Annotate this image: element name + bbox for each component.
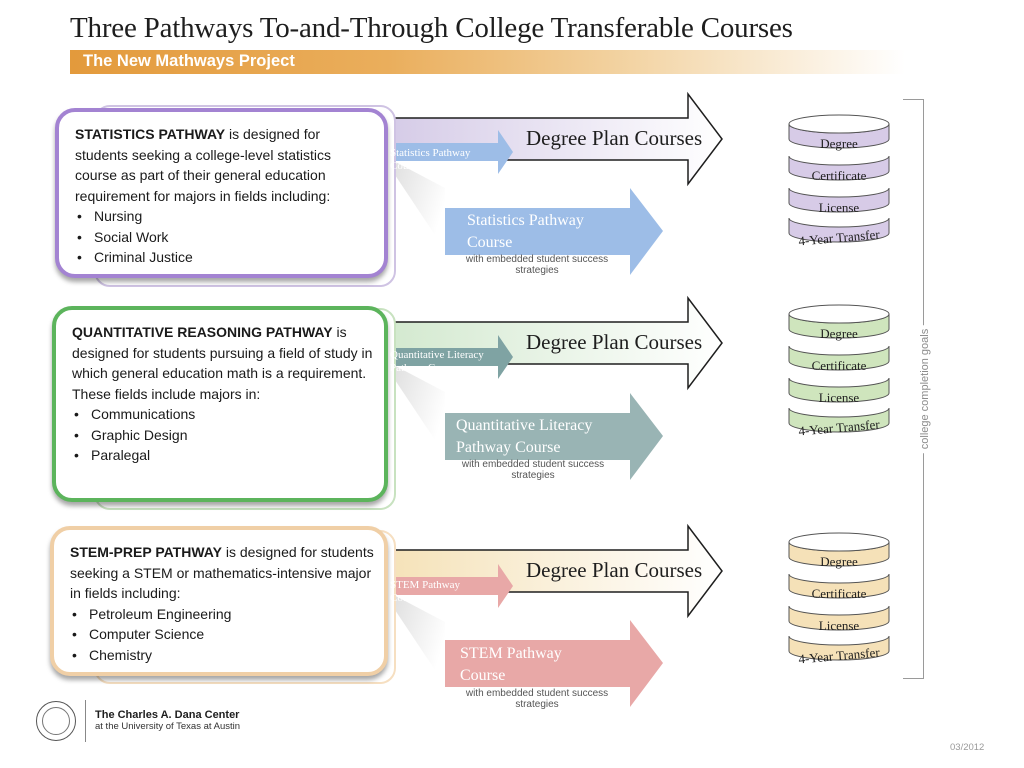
quantitative-small-course-label: Quantitative Literacy PathwayCourse <box>390 349 484 374</box>
stem-pathway-text: STEM-PREP PATHWAY is designed for studen… <box>70 542 374 665</box>
quantitative-pathway-text: QUANTITATIVE REASONING PATHWAY is design… <box>72 322 374 466</box>
quantitative-pathway-name: QUANTITATIVE REASONING PATHWAY <box>72 324 333 340</box>
list-item: Social Work <box>75 227 374 248</box>
statistics-goals-stack <box>788 114 890 243</box>
stem-course-label: STEM Pathway Course <box>460 645 562 684</box>
list-item: Graphic Design <box>72 425 374 446</box>
statistics-majors-list: Nursing Social Work Criminal Justice <box>75 206 374 268</box>
quantitative-shadow-fan <box>388 362 445 455</box>
footer-divider <box>85 700 86 742</box>
list-item: Communications <box>72 404 374 425</box>
stem-goal-license: License <box>818 618 860 633</box>
texas-seal-icon <box>42 707 70 735</box>
statistics-course-label: Statistics Pathway Course <box>467 212 584 251</box>
quantitative-goal-license: License <box>818 390 860 405</box>
quantitative-small-arrow <box>388 335 513 379</box>
stem-goals-stack <box>788 532 890 661</box>
list-item: Nursing <box>75 206 374 227</box>
statistics-small-arrow <box>388 130 513 174</box>
quantitative-degree-plan-label: Degree Plan Courses <box>526 330 703 354</box>
stem-shadow-fan <box>388 592 445 685</box>
stem-goal-degree: Degree <box>820 554 858 569</box>
stem-goal-certificate: Certificate <box>811 586 867 601</box>
quantitative-course-label: Quantitative Literacy Pathway Course <box>456 417 593 456</box>
list-item: Petroleum Engineering <box>70 604 374 625</box>
list-item: Criminal Justice <box>75 247 374 268</box>
statistics-small-course-label: Statistics Pathway Course <box>390 147 471 172</box>
statistics-goal-degree: Degree <box>820 136 858 151</box>
dana-center-logo <box>36 701 76 741</box>
page-title: Three Pathways To-and-Through College Tr… <box>70 12 793 44</box>
list-item: Computer Science <box>70 624 374 645</box>
org-subtitle: at the University of Texas at Austin <box>95 721 241 732</box>
quantitative-pathway-description: is designed for students pursuing a fiel… <box>72 324 373 402</box>
stem-pathway-name: STEM-PREP PATHWAY <box>70 544 222 560</box>
statistics-pathway-box: STATISTICS PATHWAY is designed for stude… <box>55 108 388 278</box>
quantitative-course-note: with embedded student success strategies <box>461 459 605 481</box>
quantitative-goals-stack <box>788 304 890 433</box>
stem-course-note: with embedded student success strategies <box>465 688 609 710</box>
stem-small-arrow <box>388 564 513 608</box>
stem-pathway-box: STEM-PREP PATHWAY is designed for studen… <box>50 526 388 676</box>
statistics-pathway-name: STATISTICS PATHWAY <box>75 126 226 142</box>
statistics-pathway-text: STATISTICS PATHWAY is designed for stude… <box>75 124 374 268</box>
statistics-goal-certificate: Certificate <box>811 168 867 183</box>
project-banner: The New Mathways Project <box>70 50 905 74</box>
project-banner-text: The New Mathways Project <box>83 52 295 70</box>
statistics-course-arrow <box>445 188 663 275</box>
stem-pathway-description: is designed for students seeking a STEM … <box>70 544 374 601</box>
quantitative-course-arrow <box>445 393 663 480</box>
list-item: Paralegal <box>72 445 374 466</box>
stem-majors-list: Petroleum Engineering Computer Science C… <box>70 604 374 666</box>
document-date: 03/2012 <box>950 742 985 753</box>
quantitative-goal-degree: Degree <box>820 326 858 341</box>
statistics-degree-plan-label: Degree Plan Courses <box>526 126 703 150</box>
statistics-course-note: with embedded student success strategies <box>465 254 609 276</box>
list-item: Chemistry <box>70 645 374 666</box>
stem-course-arrow <box>445 620 663 707</box>
quantitative-goal-certificate: Certificate <box>811 358 867 373</box>
quantitative-majors-list: Communications Graphic Design Paralegal <box>72 404 374 466</box>
stem-small-course-label: STEM Pathway Course <box>390 579 460 604</box>
stem-degree-plan-label: Degree Plan Courses <box>526 558 703 582</box>
completion-goals-label: college completion goals <box>919 324 931 454</box>
org-name: The Charles A. Dana Center <box>95 709 240 721</box>
quantitative-pathway-box: QUANTITATIVE REASONING PATHWAY is design… <box>52 306 388 502</box>
statistics-shadow-fan <box>388 158 445 250</box>
statistics-goal-license: License <box>818 200 860 215</box>
statistics-pathway-description: is designed for students seeking a colle… <box>75 126 332 204</box>
